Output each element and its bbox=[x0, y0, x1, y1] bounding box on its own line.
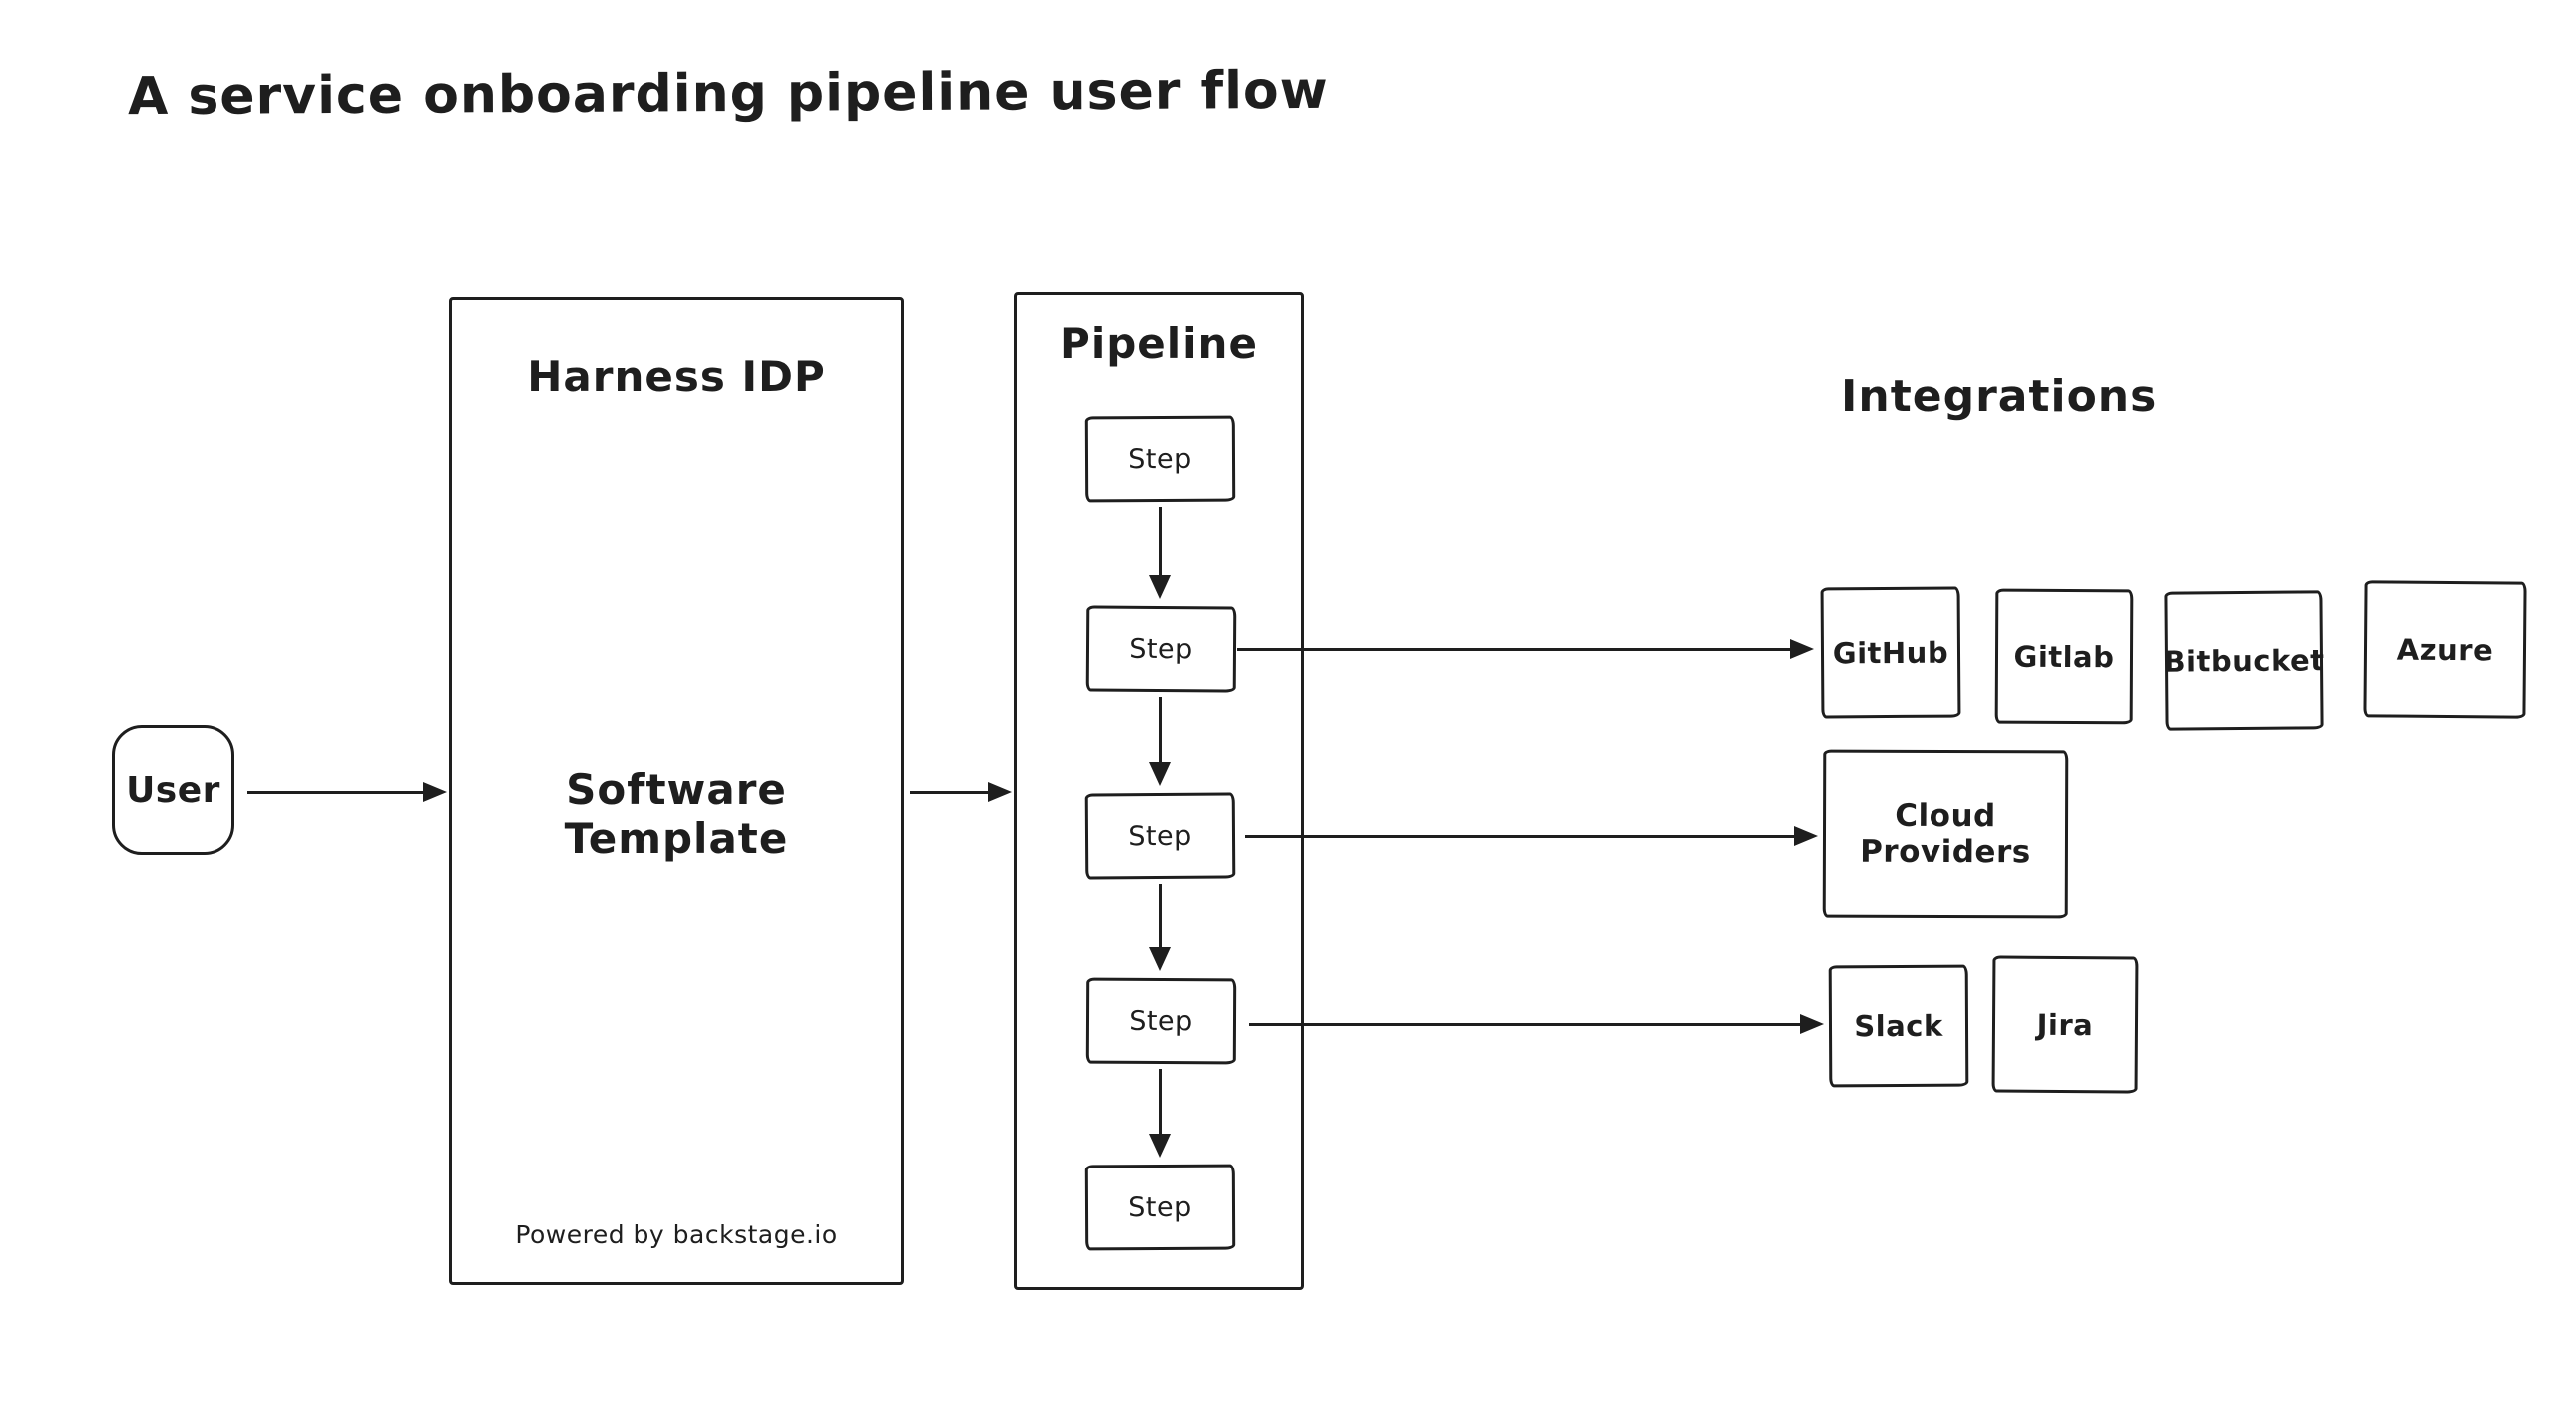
user-node[interactable]: User bbox=[112, 725, 234, 855]
diagram-title: A service onboarding pipeline user flow bbox=[127, 60, 1329, 128]
harness-idp-node[interactable]: Harness IDP Software Template Powered by… bbox=[449, 297, 904, 1285]
arrowhead-right-icon bbox=[988, 782, 1012, 802]
pipeline-step-5[interactable]: Step bbox=[1084, 1164, 1236, 1251]
github-node[interactable]: GitHub bbox=[1820, 586, 1961, 719]
pipeline-step-1[interactable]: Step bbox=[1084, 415, 1236, 503]
pipeline-step-2[interactable]: Step bbox=[1085, 605, 1237, 693]
arrow-shaft bbox=[247, 790, 429, 794]
software-template-label: Software Template bbox=[564, 765, 789, 863]
arrow-shaft bbox=[1158, 697, 1162, 768]
arrow-user-to-template bbox=[247, 780, 447, 804]
step-label: Step bbox=[1129, 1005, 1193, 1037]
arrow-shaft bbox=[1158, 1069, 1162, 1140]
step-label: Step bbox=[1128, 443, 1192, 475]
pipeline-step-3[interactable]: Step bbox=[1084, 792, 1236, 880]
arrowhead-right-icon bbox=[1790, 639, 1814, 659]
powered-by-backstage-label: Powered by backstage.io bbox=[515, 1220, 838, 1249]
arrow-shaft bbox=[1245, 834, 1800, 838]
arrowhead-down-icon bbox=[1149, 947, 1171, 971]
arrow-shaft bbox=[1249, 1022, 1806, 1026]
arrow-step2-to-github bbox=[1237, 637, 1814, 661]
arrow-shaft bbox=[1237, 647, 1796, 651]
integrations-heading: Integrations bbox=[1841, 371, 2158, 422]
user-label: User bbox=[126, 769, 220, 811]
arrowhead-down-icon bbox=[1149, 762, 1171, 786]
arrowhead-right-icon bbox=[1800, 1014, 1824, 1034]
arrow-step4-to-step5 bbox=[1148, 1069, 1172, 1158]
jira-node[interactable]: Jira bbox=[1991, 955, 2139, 1094]
bitbucket-node[interactable]: Bitbucket bbox=[2163, 590, 2325, 731]
cloud-providers-node[interactable]: Cloud Providers bbox=[1822, 749, 2069, 919]
step-label: Step bbox=[1128, 820, 1192, 852]
arrow-shaft bbox=[1158, 507, 1162, 581]
pipeline-step-4[interactable]: Step bbox=[1085, 977, 1237, 1065]
azure-node[interactable]: Azure bbox=[2363, 580, 2527, 719]
slack-label: Slack bbox=[1854, 1008, 1943, 1044]
arrowhead-right-icon bbox=[423, 782, 447, 802]
arrow-step1-to-step2 bbox=[1148, 507, 1172, 599]
arrow-step2-to-step3 bbox=[1148, 697, 1172, 786]
cloud-providers-label: Cloud Providers bbox=[1860, 797, 2031, 871]
harness-idp-title: Harness IDP bbox=[527, 352, 826, 401]
arrow-step3-to-step4 bbox=[1148, 884, 1172, 971]
gitlab-node[interactable]: Gitlab bbox=[1994, 588, 2134, 725]
azure-label: Azure bbox=[2396, 632, 2494, 668]
step-label: Step bbox=[1129, 633, 1193, 665]
arrowhead-right-icon bbox=[1794, 826, 1818, 846]
arrowhead-down-icon bbox=[1149, 575, 1171, 599]
pipeline-title: Pipeline bbox=[1060, 319, 1258, 368]
gitlab-label: Gitlab bbox=[2013, 639, 2115, 675]
arrow-template-to-pipeline bbox=[910, 780, 1012, 804]
arrow-shaft bbox=[910, 790, 994, 794]
step-label: Step bbox=[1128, 1191, 1192, 1223]
slack-node[interactable]: Slack bbox=[1828, 964, 1969, 1088]
arrow-step3-to-cloud-providers bbox=[1245, 824, 1818, 848]
jira-label: Jira bbox=[2036, 1007, 2094, 1042]
github-label: GitHub bbox=[1832, 635, 1949, 671]
bitbucket-label: Bitbucket bbox=[2163, 643, 2325, 679]
arrow-step4-to-slack bbox=[1249, 1012, 1824, 1036]
arrow-shaft bbox=[1158, 884, 1162, 953]
arrowhead-down-icon bbox=[1149, 1134, 1171, 1158]
